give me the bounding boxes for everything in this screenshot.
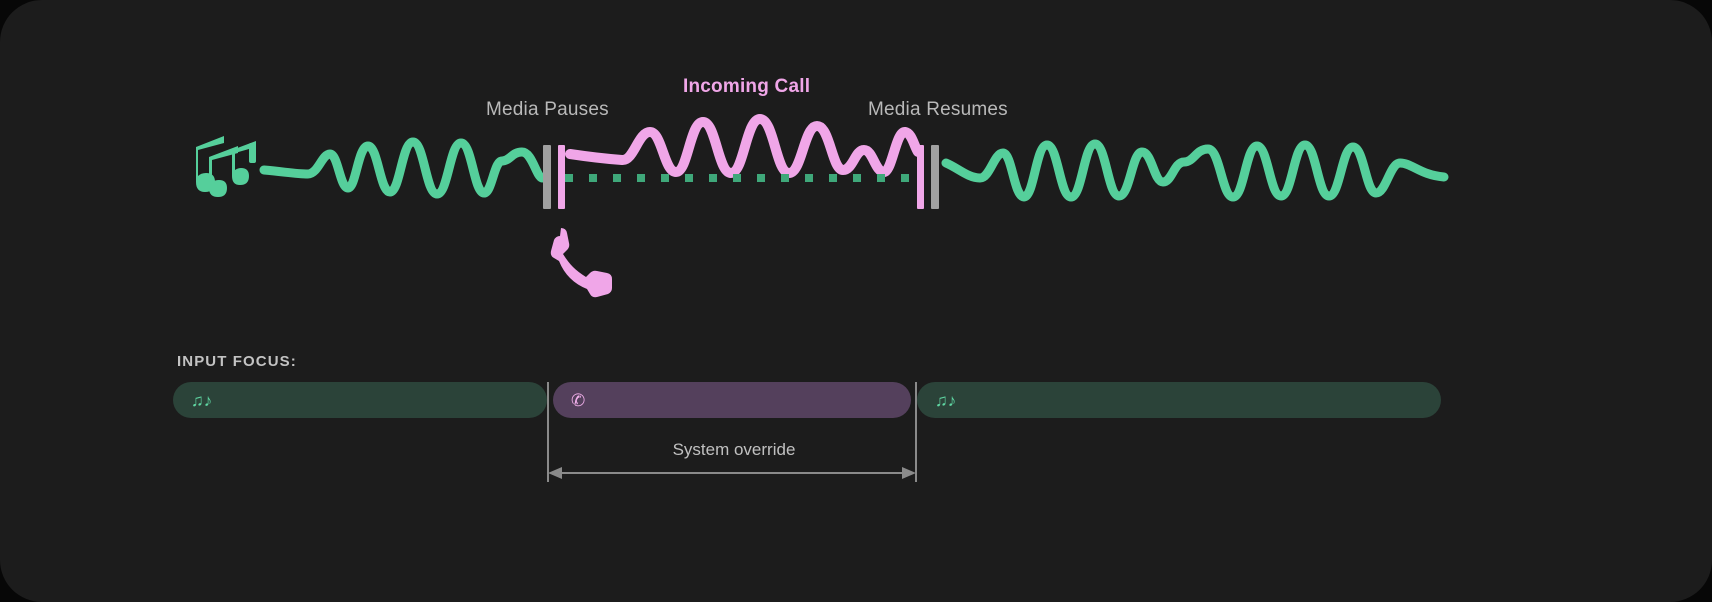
label-media-resumes: Media Resumes <box>868 99 1008 120</box>
focus-track-call[interactable]: ✆ <box>553 382 911 418</box>
muted-media-dotted-line <box>565 174 909 182</box>
system-override-label: System override <box>672 440 796 459</box>
focus-track-media-after[interactable]: ♫♪ <box>917 382 1441 418</box>
pause-marker-pink <box>558 145 565 209</box>
audio-timeline: Media Pauses Incoming Call Media Resumes <box>196 76 1449 298</box>
label-incoming-call: Incoming Call <box>683 76 811 97</box>
call-wave <box>565 114 923 178</box>
resume-marker-gray <box>931 145 939 209</box>
media-wave-after <box>941 139 1449 202</box>
phone-icon: ✆ <box>571 390 586 410</box>
phone-icon <box>550 228 612 298</box>
focus-track-media-before[interactable]: ♫♪ <box>173 382 547 418</box>
media-wave-before <box>259 137 547 199</box>
pause-marker-gray <box>543 145 551 209</box>
resume-marker-pink <box>917 145 924 209</box>
timeline-graphic <box>196 114 1449 298</box>
music-notes-icon: ♫♪ <box>191 390 213 410</box>
input-focus-title: INPUT FOCUS: <box>177 353 297 370</box>
music-notes-icon: ♫♪ <box>935 390 957 410</box>
music-notes-icon <box>196 136 256 197</box>
label-media-pauses: Media Pauses <box>486 99 609 120</box>
